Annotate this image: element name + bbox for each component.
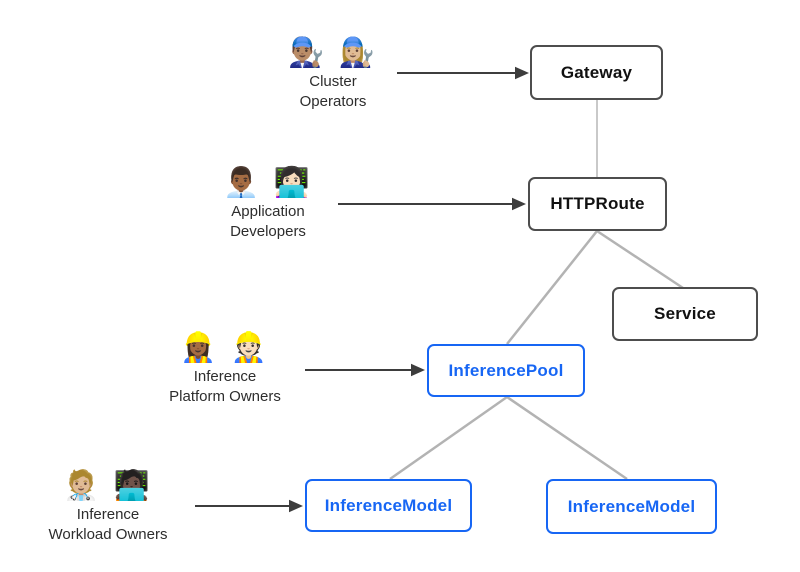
node-gateway-label: Gateway xyxy=(560,62,633,82)
node-httproute-label: HTTPRoute xyxy=(550,194,645,213)
persona-cluster-operators-label-line2: Operators xyxy=(299,93,367,110)
developers-emoji: 👨🏾‍💼 👩🏻‍💻 xyxy=(223,167,313,199)
node-inferencemodel-2-label: InferenceModel xyxy=(567,496,696,516)
node-inferencemodel-1-label: InferenceModel xyxy=(324,495,453,515)
persona-inference-platform-owners-label-line1: Inference xyxy=(193,368,257,385)
edge-inferencepool-inferencemodel-1 xyxy=(389,395,508,481)
persona-application-developers-label-line1: Application xyxy=(231,203,305,220)
node-inferencepool: InferencePool xyxy=(427,344,585,397)
workload-owners-emoji: 🧑🏼‍⚕️ 🧑🏿‍💻 xyxy=(63,470,153,502)
node-inferencemodel-2: InferenceModel xyxy=(546,479,717,534)
arrow-application-developers-to-httproute xyxy=(338,197,526,211)
persona-inference-platform-owners: 👷🏾‍♀️ 👷🏻 Inference Platform Owners xyxy=(150,329,300,407)
node-httproute: HTTPRoute xyxy=(528,177,667,231)
persona-cluster-operators-label-line1: Cluster xyxy=(309,73,357,90)
node-service-label: Service xyxy=(654,304,716,323)
arrow-workload-owners-to-inferencemodel xyxy=(195,499,303,513)
node-inferencemodel-1: InferenceModel xyxy=(305,479,472,532)
persona-inference-workload-owners: 🧑🏼‍⚕️ 🧑🏿‍💻 Inference Workload Owners xyxy=(32,467,184,545)
persona-application-developers-label-line2: Developers xyxy=(230,223,306,240)
edge-inferencepool-inferencemodel-2 xyxy=(506,395,628,481)
persona-inference-workload-owners-label-line1: Inference xyxy=(76,506,140,523)
mechanics-emoji: 👨🏽‍🔧 👩🏼‍🔧 xyxy=(288,37,378,69)
construction-workers-emoji: 👷🏾‍♀️ 👷🏻 xyxy=(180,332,270,364)
arrow-cluster-operators-to-gateway xyxy=(397,66,529,80)
persona-inference-workload-owners-label-line2: Workload Owners xyxy=(48,526,168,543)
node-gateway: Gateway xyxy=(530,45,663,100)
node-service: Service xyxy=(612,287,758,341)
persona-inference-platform-owners-label-line2: Platform Owners xyxy=(169,388,281,405)
persona-cluster-operators: 👨🏽‍🔧 👩🏼‍🔧 Cluster Operators xyxy=(258,34,408,112)
arrow-platform-owners-to-inferencepool xyxy=(305,363,425,377)
node-inferencepool-label: InferencePool xyxy=(448,360,564,380)
edge-httproute-inferencepool xyxy=(506,230,598,345)
persona-application-developers: 👨🏾‍💼 👩🏻‍💻 Application Developers xyxy=(193,164,343,242)
edge-httproute-service xyxy=(596,229,684,290)
